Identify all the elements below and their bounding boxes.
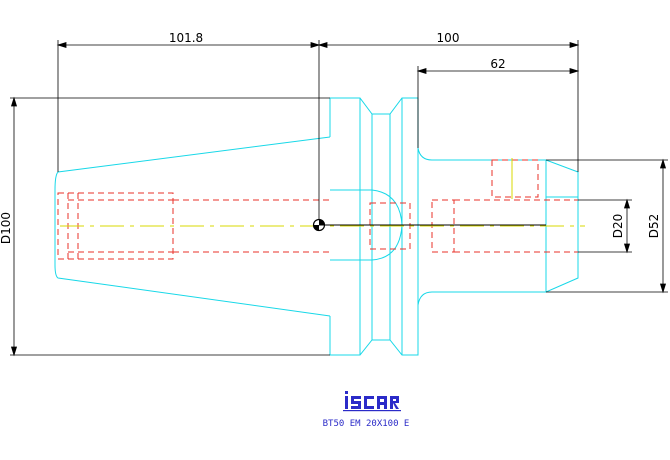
dim-flange-diameter: D100 (0, 212, 13, 244)
dim-shank-length: 100 (437, 31, 460, 45)
flange (329, 97, 419, 356)
brand-logo (343, 391, 401, 412)
shank-body (417, 147, 579, 306)
dim-bore-depth: 62 (490, 57, 505, 71)
dim-shank-diameter: D52 (647, 214, 661, 239)
centerline (60, 158, 585, 227)
dimensions (10, 40, 668, 357)
gauge-point-marker (312, 218, 546, 232)
taper-cone (54, 136, 331, 317)
clamp-screw-hole (491, 159, 539, 198)
dim-total-length: 101.8 (169, 31, 203, 45)
dim-bore-diameter: D20 (611, 214, 625, 239)
part-designation: BT50 EM 20X100 E (323, 419, 410, 429)
hidden-lines (57, 159, 578, 260)
